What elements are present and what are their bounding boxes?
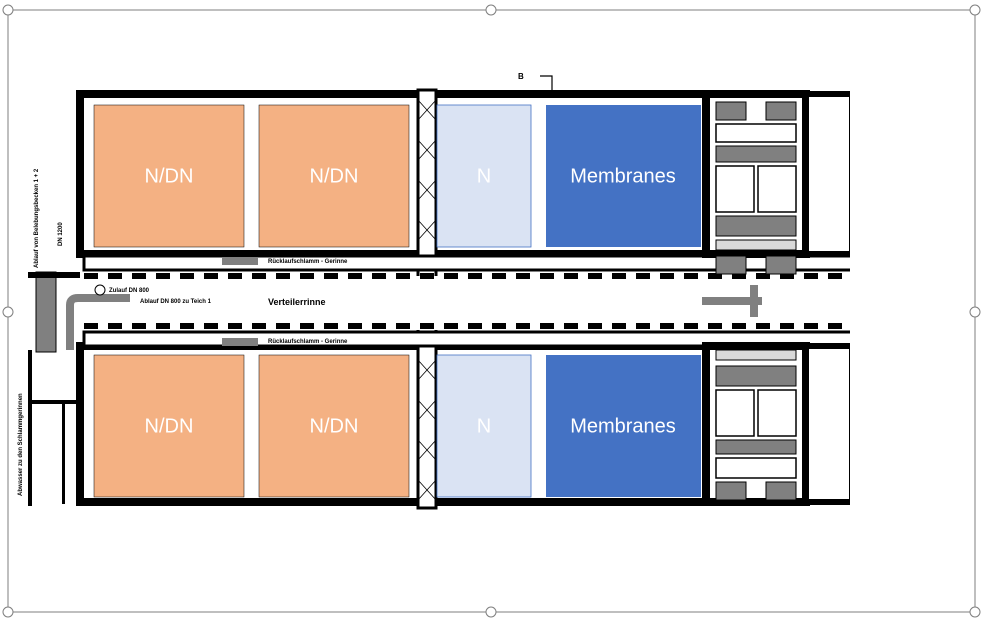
resize-handle-middle-right[interactable] xyxy=(969,306,981,318)
resize-handle-bottom-right[interactable] xyxy=(969,606,981,618)
ndn-zone-top-2-label: N/DN xyxy=(310,165,359,187)
vertical-label-3: Abwasser zu den Schlammgerinnen xyxy=(18,393,24,496)
resize-handle-bottom-center[interactable] xyxy=(485,606,497,618)
n-zone-top xyxy=(436,104,532,248)
zone-row-bottom: N/DN N/DN N Membranes xyxy=(93,354,701,498)
return-channel-bottom-label: Rücklaufschlamm - Gerinne xyxy=(268,339,348,345)
selection-handles xyxy=(2,4,981,618)
resize-handle-top-center[interactable] xyxy=(485,4,497,16)
inlet-label: Zulauf DN 800 xyxy=(109,288,150,294)
resize-handle-bottom-left[interactable] xyxy=(2,606,14,618)
vertical-label-1: Ablauf von Belebungsbecken 1 + 2 xyxy=(34,168,40,268)
ndn-zone-bottom-2-label: N/DN xyxy=(310,415,359,437)
ndn-zone-top-2 xyxy=(258,104,410,248)
ndn-zone-top-1 xyxy=(93,104,245,248)
drawing-labels: B Verteilerrinne Rücklaufschlamm - Gerin… xyxy=(18,72,524,496)
zone-row-top: N/DN N/DN N Membranes xyxy=(93,104,701,248)
n-zone-bottom-label: N xyxy=(477,415,491,437)
ndn-zone-bottom-1 xyxy=(93,354,245,498)
membranes-zone-top-label: Membranes xyxy=(570,165,676,187)
outlet-label: Ablauf DN 800 zu Teich 1 xyxy=(140,299,212,305)
return-channel-top-label: Rücklaufschlamm - Gerinne xyxy=(268,259,348,265)
membranes-zone-top xyxy=(546,105,701,247)
n-zone-top-label: N xyxy=(477,165,491,187)
resize-handle-middle-left[interactable] xyxy=(2,306,14,318)
ndn-zone-bottom-1-label: N/DN xyxy=(145,415,194,437)
section-marker: B xyxy=(518,72,524,81)
resize-handle-top-right[interactable] xyxy=(969,4,981,16)
membranes-zone-bottom-label: Membranes xyxy=(570,415,676,437)
ndn-zone-top-1-label: N/DN xyxy=(145,165,194,187)
n-zone-bottom xyxy=(436,354,532,498)
membranes-zone-bottom xyxy=(546,355,701,497)
vertical-label-2: DN 1200 xyxy=(58,222,64,246)
ndn-zone-bottom-2 xyxy=(258,354,410,498)
channel-label: Verteilerrinne xyxy=(268,297,326,307)
resize-handle-top-left[interactable] xyxy=(2,4,14,16)
